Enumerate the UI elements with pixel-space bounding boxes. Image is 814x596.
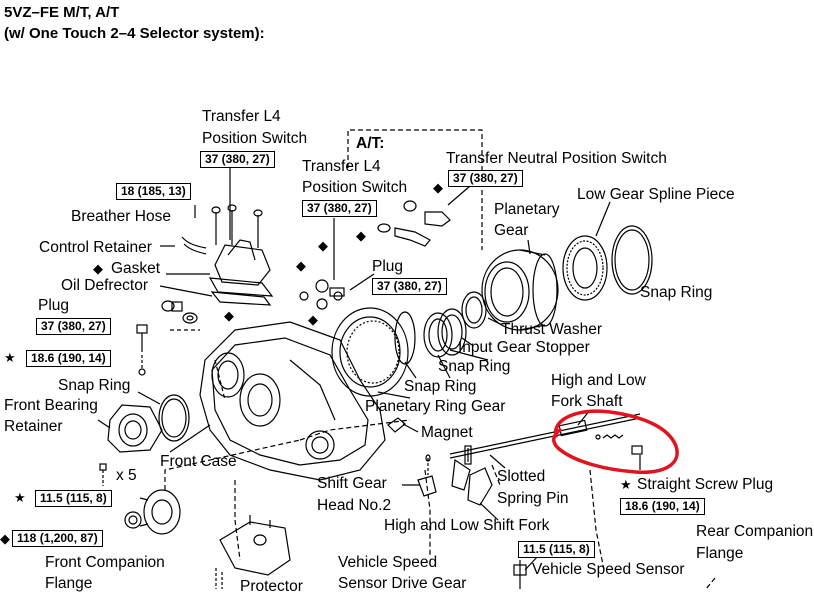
label-rear-companion-flange-b: Flange: [696, 545, 744, 562]
star-icon: ★: [620, 477, 632, 492]
label-shift-gear-head-a: Shift Gear: [317, 475, 387, 492]
label-transfer-l4-switch-2b: Position Switch: [302, 179, 408, 196]
label-at-box: A/T:: [356, 135, 385, 152]
label-plug-left: Plug: [38, 297, 70, 314]
diamond-icon: ◆: [93, 261, 103, 276]
star-icon: ★: [14, 490, 26, 505]
label-front-bearing-retainer-a: Front Bearing: [4, 397, 98, 414]
label-snap-ring-mid1: Snap Ring: [438, 358, 511, 375]
label-thrust-washer: Thrust Washer: [501, 321, 603, 338]
label-rear-companion-flange-a: Rear Companion: [696, 523, 814, 540]
torque-label: 37 (380, 27): [302, 200, 377, 217]
label-vss-drive-gear-a: Vehicle Speed: [338, 554, 438, 571]
label-front-case: Front Case: [160, 453, 237, 470]
label-transfer-neutral-switch: Transfer Neutral Position Switch: [446, 150, 667, 167]
label-shift-gear-head-b: Head No.2: [317, 497, 392, 514]
diamond-icon: ◆: [0, 531, 10, 546]
label-breather-hose: Breather Hose: [71, 208, 171, 225]
label-high-low-fork-shaft-a: High and Low: [551, 372, 646, 389]
torque-label: 37 (380, 27): [36, 318, 111, 335]
torque-label: 37 (380, 27): [200, 151, 275, 168]
torque-label: 18.6 (190, 14): [620, 498, 705, 515]
label-transfer-l4-switch-2a: Transfer L4: [302, 158, 381, 175]
page-title: 5VZ–FE M/T, A/T: [4, 4, 120, 21]
torque-label: 37 (380, 27): [372, 278, 447, 295]
label-vss-drive-gear-b: Sensor Drive Gear: [338, 575, 467, 592]
diamond-icon: ◆: [318, 238, 328, 253]
label-x5: x 5: [116, 467, 137, 484]
label-input-gear-stopper: Input Gear Stopper: [458, 339, 590, 356]
diamond-icon: ◆: [433, 180, 443, 195]
label-planetary-ring-gear: Planetary Ring Gear: [365, 398, 506, 415]
label-front-companion-flange-b: Flange: [45, 575, 93, 592]
torque-label: 118 (1,200, 87): [12, 530, 103, 547]
label-snap-ring-mid2: Snap Ring: [404, 378, 477, 395]
label-gasket: Gasket: [111, 260, 161, 277]
label-planetary-gear-a: Planetary: [494, 201, 560, 218]
torque-label: 11.5 (115, 8): [518, 541, 595, 558]
label-low-gear-spline-piece: Low Gear Spline Piece: [577, 186, 735, 203]
torque-label: 18 (185, 13): [116, 183, 191, 200]
diamond-icon: ◆: [308, 312, 318, 327]
torque-label: 11.5 (115, 8): [35, 490, 112, 507]
label-slotted-spring-pin-a: Slotted: [497, 468, 546, 485]
label-control-retainer: Control Retainer: [39, 239, 152, 256]
label-high-low-fork-shaft-b: Fork Shaft: [551, 393, 623, 410]
label-vehicle-speed-sensor: Vehicle Speed Sensor: [532, 561, 685, 578]
label-transfer-l4-switch-1a: Transfer L4: [202, 108, 281, 125]
label-front-bearing-retainer-b: Retainer: [4, 418, 63, 435]
label-planetary-gear-b: Gear: [494, 222, 529, 239]
label-snap-ring-left: Snap Ring: [58, 377, 131, 394]
label-plug-mid: Plug: [372, 258, 404, 275]
label-slotted-spring-pin-b: Spring Pin: [497, 490, 569, 507]
label-protector: Protector: [240, 578, 303, 595]
label-straight-screw-plug: Straight Screw Plug: [637, 476, 774, 493]
label-transfer-l4-switch-1b: Position Switch: [202, 130, 308, 147]
label-snap-ring-right: Snap Ring: [640, 284, 713, 301]
label-oil-defrector: Oil Defrector: [61, 277, 148, 294]
page-subtitle: (w/ One Touch 2–4 Selector system):: [4, 25, 265, 42]
star-icon: ★: [4, 350, 16, 365]
diamond-icon: ◆: [356, 228, 366, 243]
torque-label: 18.6 (190, 14): [26, 350, 111, 367]
diamond-icon: ◆: [224, 308, 234, 323]
label-high-low-shift-fork: High and Low Shift Fork: [384, 517, 550, 534]
label-magnet: Magnet: [421, 424, 473, 441]
diamond-icon: ◆: [296, 258, 306, 273]
torque-label: 37 (380, 27): [448, 170, 523, 187]
label-front-companion-flange-a: Front Companion: [45, 554, 165, 571]
